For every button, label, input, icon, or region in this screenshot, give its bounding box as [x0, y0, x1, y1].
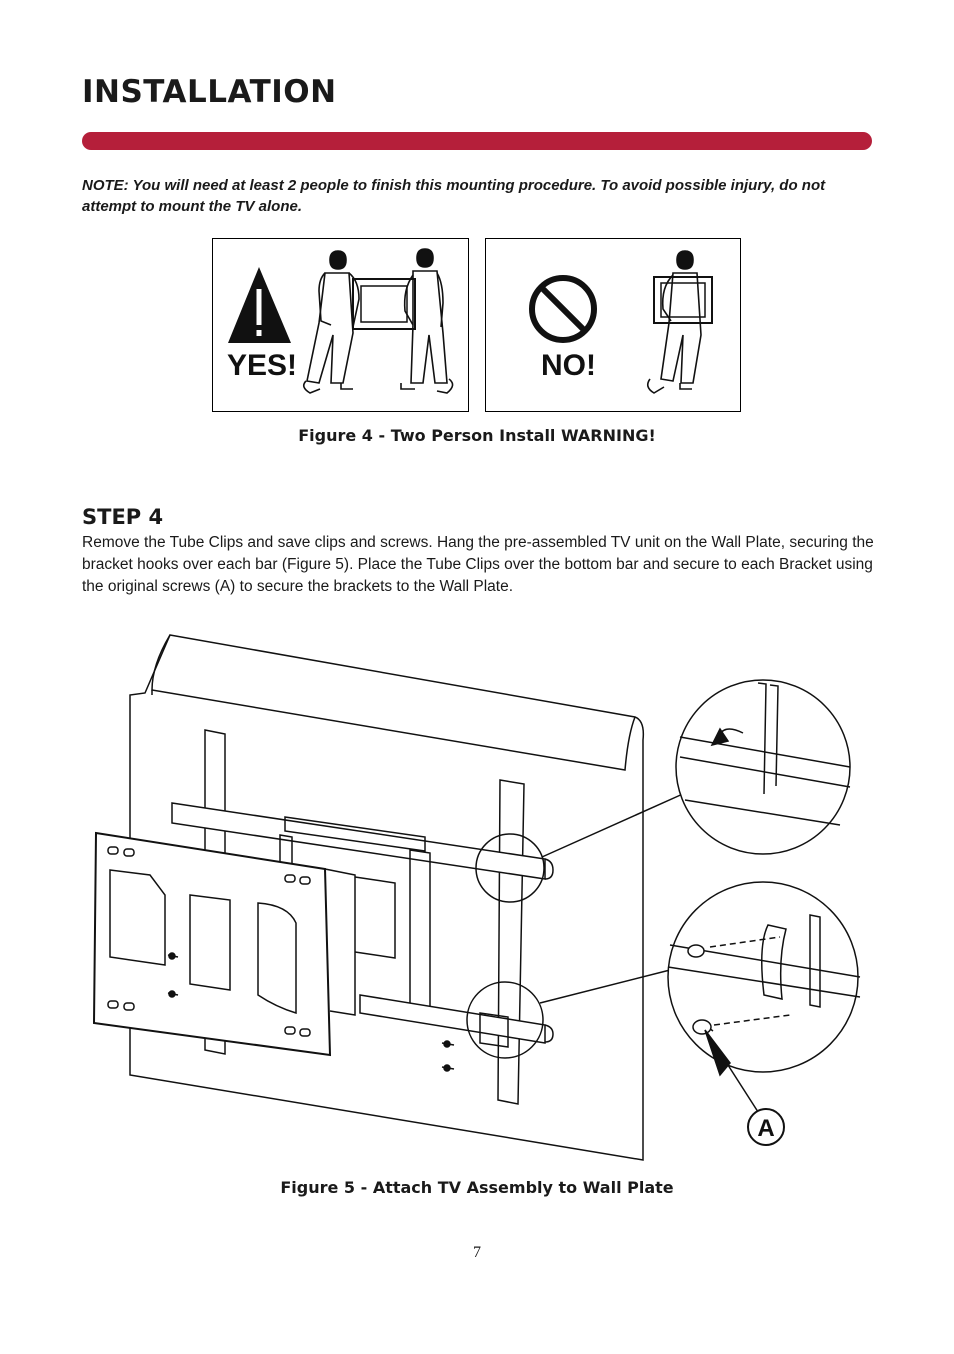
figure5-caption: Figure 5 - Attach TV Assembly to Wall Pl…	[280, 1178, 674, 1197]
yes-label: YES!	[227, 349, 298, 382]
prohibited-icon	[529, 275, 597, 343]
wall-mount-assembly-illustration: A	[92, 634, 861, 1161]
step-heading: STEP 4	[82, 505, 164, 529]
figure4-yes-panel: YES!	[212, 238, 469, 412]
callout-a-label: A	[757, 1115, 774, 1142]
two-person-carry-illustration	[228, 248, 454, 394]
no-label: NO!	[541, 349, 596, 382]
one-person-carry-illustration	[529, 250, 713, 394]
step-instructions: Remove the Tube Clips and save clips and…	[82, 534, 874, 595]
safety-note: NOTE: You will need at least 2 people to…	[82, 177, 826, 215]
page-title: INSTALLATION	[82, 74, 337, 110]
title-divider-bar	[82, 132, 872, 150]
page-number: 7	[473, 1244, 481, 1261]
figure4-caption: Figure 4 - Two Person Install WARNING!	[298, 426, 656, 445]
figure4-no-panel: NO!	[485, 238, 741, 412]
warning-triangle-icon	[228, 267, 291, 343]
